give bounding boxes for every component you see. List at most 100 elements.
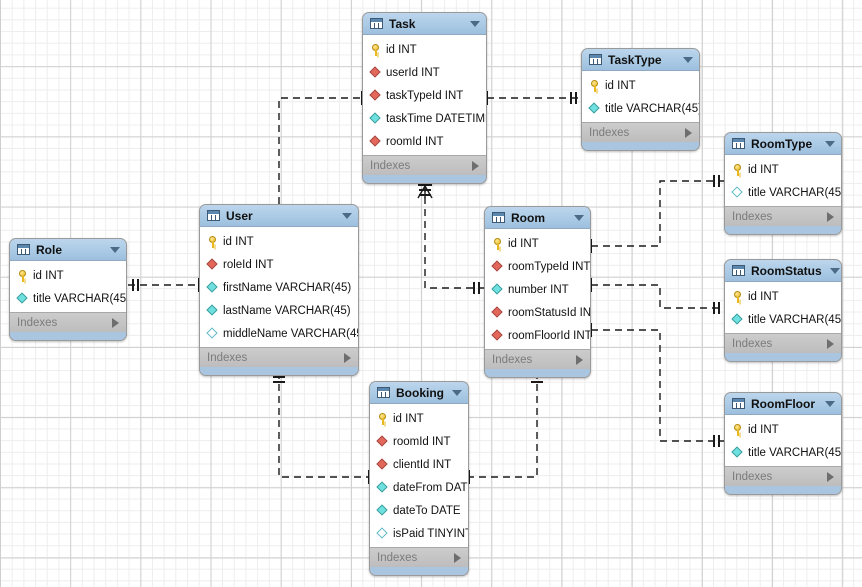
column-row[interactable]: taskTime DATETIME [363,107,486,130]
column-row[interactable]: id INT [10,264,126,287]
table-header[interactable]: Role [10,239,126,261]
table-name: RoomStatus [751,263,822,278]
table-header[interactable]: Booking [370,382,468,404]
expand-indexes-icon[interactable] [112,317,119,328]
chevron-down-icon[interactable] [470,20,480,27]
column-row[interactable]: dateTo DATE [370,499,468,522]
column-row[interactable]: lastName VARCHAR(45) [200,299,358,322]
indexes-section[interactable]: Indexes [582,122,699,142]
expand-indexes-icon[interactable] [454,552,461,563]
indexes-section[interactable]: Indexes [363,155,486,175]
column-label: id INT [33,269,64,282]
column-row[interactable]: id INT [200,230,358,253]
table-roomstatus[interactable]: RoomStatus id INT title VARCHAR(45) Indexes [724,259,842,362]
column-row[interactable]: id INT [725,285,841,308]
table-role[interactable]: Role id INT title VARCHAR(45)Indexes [9,238,127,341]
column-row[interactable]: taskTypeId INT [363,84,486,107]
column-row[interactable]: title VARCHAR(45) [582,97,699,120]
foreign-key-icon [492,330,504,342]
expand-indexes-icon[interactable] [827,471,834,482]
indexes-section[interactable]: Indexes [725,206,841,226]
column-row[interactable]: id INT [725,158,841,181]
table-footer [370,567,468,575]
table-header[interactable]: RoomStatus [725,260,841,282]
column-row[interactable]: id INT [363,38,486,61]
column-row[interactable]: roomId INT [370,430,468,453]
expand-indexes-icon[interactable] [685,127,692,138]
table-name: Room [511,210,545,225]
expand-indexes-icon[interactable] [344,352,351,363]
chevron-down-icon[interactable] [825,400,835,407]
chevron-down-icon[interactable] [825,140,835,147]
table-icon [732,398,745,409]
primary-key-icon [17,269,29,282]
column-row[interactable]: firstName VARCHAR(45) [200,276,358,299]
table-icon [207,210,220,221]
chevron-down-icon[interactable] [574,214,584,221]
foreign-key-icon [370,136,382,148]
chevron-down-icon[interactable] [829,267,840,274]
column-row[interactable]: title VARCHAR(45) [10,287,126,310]
chevron-down-icon[interactable] [110,246,120,253]
table-icon [492,212,505,223]
column-row[interactable]: title VARCHAR(45) [725,308,841,331]
column-row[interactable]: dateFrom DATE [370,476,468,499]
column-icon [589,103,601,115]
column-label: id INT [605,79,636,92]
chevron-down-icon[interactable] [683,56,693,63]
column-icon [17,293,29,305]
table-header[interactable]: User [200,205,358,227]
indexes-section[interactable]: Indexes [370,547,468,567]
column-row[interactable]: number INT [485,278,590,301]
primary-key-icon [732,423,744,436]
chevron-down-icon[interactable] [342,212,352,219]
column-label: title VARCHAR(45) [748,313,842,326]
column-row[interactable]: isPaid TINYINT [370,522,468,545]
column-row[interactable]: id INT [485,232,590,255]
column-row[interactable]: id INT [370,407,468,430]
expand-indexes-icon[interactable] [827,211,834,222]
indexes-section[interactable]: Indexes [10,312,126,332]
column-row[interactable]: roomTypeId INT [485,255,590,278]
expand-indexes-icon[interactable] [472,160,479,171]
expand-indexes-icon[interactable] [576,354,583,365]
indexes-section[interactable]: Indexes [725,466,841,486]
column-row[interactable]: middleName VARCHAR(45) [200,322,358,345]
column-row[interactable]: roleId INT [200,253,358,276]
primary-key-icon [732,163,744,176]
column-row[interactable]: title VARCHAR(45) [725,181,841,204]
table-header[interactable]: RoomFloor [725,393,841,415]
link-task-room [424,185,484,289]
column-label: roomFloorId INT [508,329,591,342]
expand-indexes-icon[interactable] [827,338,834,349]
column-row[interactable]: id INT [582,74,699,97]
column-label: taskTime DATETIME [386,112,487,125]
table-header[interactable]: TaskType [582,49,699,71]
column-row[interactable]: clientId INT [370,453,468,476]
column-row[interactable]: title VARCHAR(45) [725,441,841,464]
table-tasktype[interactable]: TaskType id INT title VARCHAR(45)Indexes [581,48,700,151]
indexes-section[interactable]: Indexes [485,349,590,369]
indexes-section[interactable]: Indexes [200,347,358,367]
link-room-roomstatus [591,284,724,309]
table-header[interactable]: Room [485,207,590,229]
column-label: id INT [748,290,779,303]
chevron-down-icon[interactable] [452,389,462,396]
column-row[interactable]: userId INT [363,61,486,84]
table-header[interactable]: Task [363,13,486,35]
column-label: roomTypeId INT [508,260,591,273]
indexes-section[interactable]: Indexes [725,333,841,353]
table-footer [10,332,126,340]
column-row[interactable]: roomFloorId INT [485,324,590,347]
column-row[interactable]: roomStatusId INT [485,301,590,324]
column-row[interactable]: id INT [725,418,841,441]
table-header[interactable]: RoomType [725,133,841,155]
column-row[interactable]: roomId INT [363,130,486,153]
